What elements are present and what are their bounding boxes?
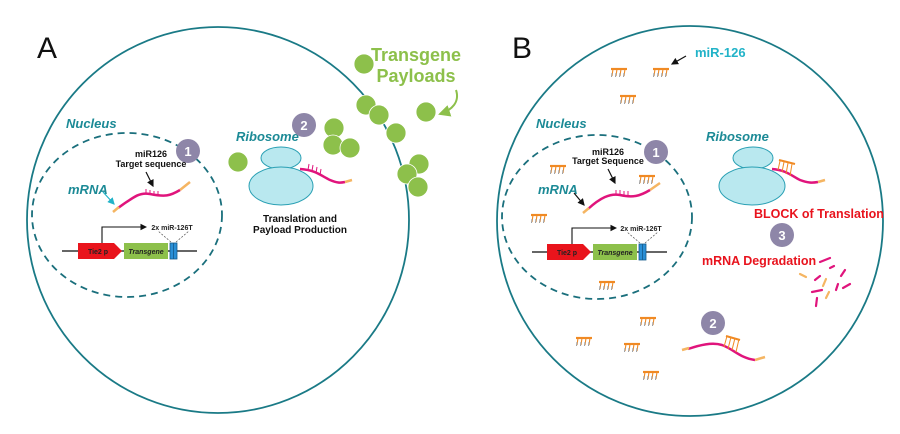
target-label-a-2: Target sequence [116,159,187,169]
target-sites-label-b: 2x miR-126T [620,226,662,233]
translation-label-a-2: Payload Production [253,225,347,236]
nucleus-a [31,132,223,298]
gene-construct-b: Tie2 p Transgene 2x miR-126T [532,224,667,261]
panel-a: A Nucleus 1 miR126 Target sequence mRNA … [26,26,461,414]
target-label-b-1: miR126 [592,147,624,157]
ribosome-a [248,146,353,206]
panel-b-letter: B [512,32,532,65]
mirna-glyph [609,67,629,79]
mrna-degradation-label: mRNA Degradation [702,254,816,268]
nucleus-label-a: Nucleus [66,116,117,131]
transgene-payloads [227,53,437,198]
gene-construct-a: Tie2 p Transgene 2x miR-126T [62,223,197,260]
transgene-label-b: Transgene [597,250,632,257]
target-arrow-b [607,168,616,185]
mirna-glyph [574,336,594,348]
step-badge-1-b: 1 [644,140,668,164]
payload-dot [322,134,344,156]
payload-dot [407,176,429,198]
svg-text:3: 3 [778,228,785,243]
mirna-glyph [529,213,549,225]
payload-dot [339,137,361,159]
promoter-box-b [547,244,591,260]
svg-text:1: 1 [652,145,659,160]
mrna-arrow-b [573,192,585,206]
mirna-glyph [548,164,568,176]
payload-dot [227,151,249,173]
mirna-bound-mrna-b [681,335,766,362]
mirna-glyph [637,174,657,186]
promoter-box-a [78,243,122,259]
mrna-arrow-a [102,191,115,205]
payload-title-1: Transgene [371,45,461,65]
promoter-label-b: Tie2 p [557,250,577,257]
mirna-glyph [638,316,658,328]
mirna-glyph [651,67,671,79]
panel-a-letter: A [37,32,57,65]
promoter-label-a: Tie2 p [88,249,108,256]
target-label-a-1: miR126 [135,149,167,159]
transgene-box-a [124,243,168,259]
nucleus-b [501,134,693,300]
step-badge-3-b: 3 [770,223,794,247]
svg-text:2: 2 [300,118,307,133]
mir-arrow-b [670,55,687,65]
mir-label-b: miR-126 [695,45,746,60]
mrna-b [582,181,661,214]
payload-dot [415,101,437,123]
cell-membrane-a [26,26,410,414]
step-badge-1-a: 1 [176,139,200,163]
mirna-glyph [618,94,638,106]
mrna-fragments [798,256,852,308]
step-badge-2-a: 2 [292,113,316,137]
translation-label-a-1: Translation and [263,214,337,225]
payload-arrow [438,89,458,117]
transgene-box-b [593,244,637,260]
nucleus-label-b: Nucleus [536,116,587,131]
target-label-b-2: Target Sequence [572,156,644,166]
svg-text:1: 1 [184,144,191,159]
mirna-glyph [622,342,642,354]
step-badge-2-b: 2 [701,311,725,335]
payload-dot [353,53,375,75]
ribosome-label-b: Ribosome [706,129,769,144]
target-arrow-a [145,171,154,188]
mrna-a [112,181,191,213]
mrna-label-b: mRNA [538,182,578,197]
transgene-label-a: Transgene [128,249,163,256]
payload-dot [385,122,407,144]
block-translation-label: BLOCK of Translation [754,207,884,221]
mirna-glyph [597,280,617,292]
mrna-label-a: mRNA [68,182,108,197]
panel-b: B miR-126 Nucleus 1 miR126 Target Sequen… [496,25,884,417]
mirna-glyph [641,370,661,382]
svg-text:2: 2 [709,316,716,331]
cell-membrane-b [496,25,884,417]
payload-dot [368,104,390,126]
ribosome-label-a: Ribosome [236,129,299,144]
ribosome-b [718,146,826,206]
target-sites-label-a: 2x miR-126T [151,225,193,232]
payload-title-2: Payloads [376,66,455,86]
